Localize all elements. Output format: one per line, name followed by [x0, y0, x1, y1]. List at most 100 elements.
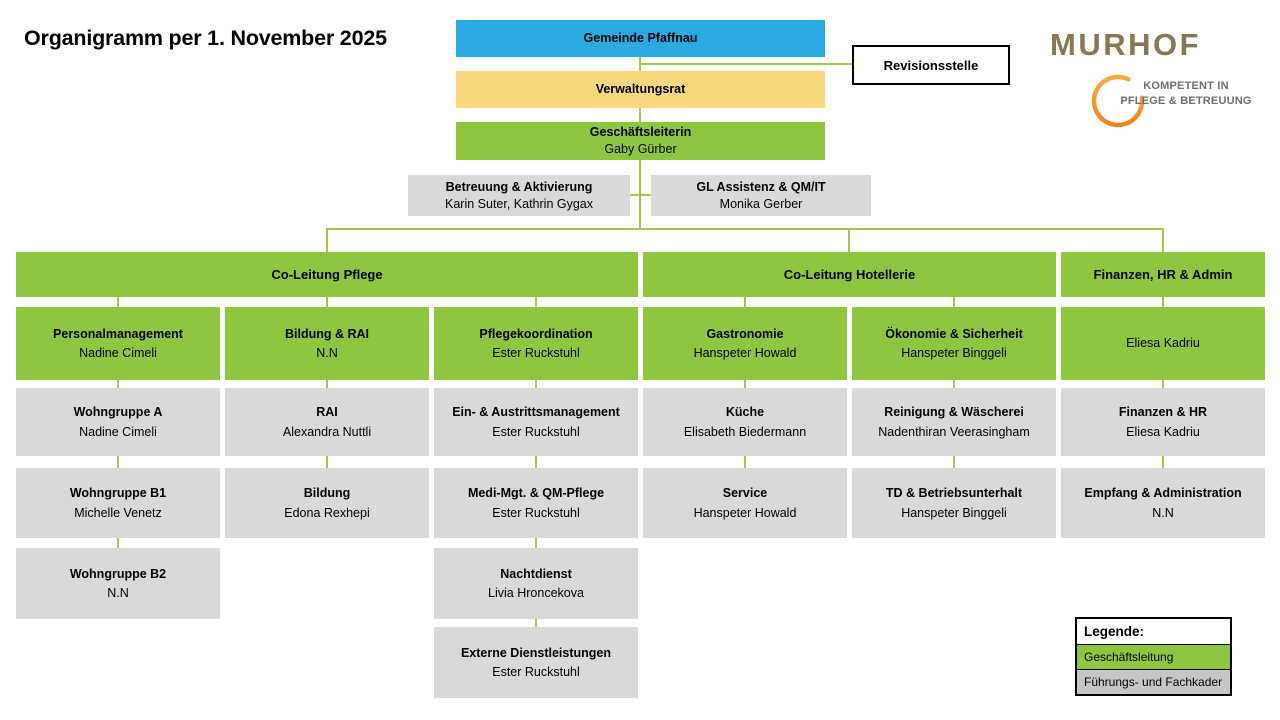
connector-line: [117, 538, 119, 548]
connector-line: [1162, 228, 1164, 252]
lead-box-oekonomie-sicherheit: Ökonomie & Sicherheit Hanspeter Binggeli: [852, 307, 1056, 380]
unit-box-title: Wohngruppe B2: [69, 566, 167, 581]
unit-box-title: Wohngruppe B1: [69, 486, 167, 501]
unit-box-title: Service: [722, 486, 768, 501]
connector-line: [639, 108, 641, 122]
unit-box-title: TD & Betriebsunterhalt: [885, 486, 1023, 501]
connector-line: [535, 297, 537, 307]
logo-arc-icon: [1091, 74, 1145, 128]
dept-header-label: Finanzen, HR & Admin: [1093, 267, 1233, 282]
dept-header-label: Co-Leitung Pflege: [271, 267, 383, 282]
unit-box-title: Küche: [725, 405, 765, 420]
dept-header-co-leitung-hotellerie: Co-Leitung Hotellerie: [643, 252, 1056, 297]
unit-box-rai: RAI Alexandra Nuttli: [225, 388, 429, 456]
connector-line: [535, 619, 537, 627]
connector-line: [117, 380, 119, 388]
lead-box-name: Nadine Cimeli: [79, 346, 157, 361]
lead-box-name: Eliesa Kadriu: [1126, 336, 1200, 351]
legend: Legende: Geschäftsleitung Führungs- und …: [1075, 617, 1232, 696]
unit-box-name: N.N: [107, 586, 129, 601]
lead-box-finanzen-hr-admin: Eliesa Kadriu: [1061, 307, 1265, 380]
legend-item-geschaeftsleitung: Geschäftsleitung: [1077, 644, 1230, 669]
unit-box-name: Eliesa Kadriu: [1126, 424, 1200, 439]
lead-box-gastronomie: Gastronomie Hanspeter Howald: [643, 307, 847, 380]
unit-box-td-betriebsunterhalt: TD & Betriebsunterhalt Hanspeter Binggel…: [852, 468, 1056, 538]
connector-line: [117, 456, 119, 468]
unit-box-name: Nadine Cimeli: [79, 424, 157, 439]
org-box-geschaeftsleiterin: Geschäftsleiterin Gaby Gürber: [456, 122, 825, 160]
connector-line: [953, 456, 955, 468]
org-box-gemeinde-pfaffnau: Gemeinde Pfaffnau: [456, 20, 825, 57]
org-box-label: Revisionsstelle: [883, 57, 979, 73]
connector-line: [1162, 456, 1164, 468]
connector-line: [326, 456, 328, 468]
org-box-label: Gemeinde Pfaffnau: [583, 30, 698, 45]
unit-box-kueche: Küche Elisabeth Biedermann: [643, 388, 847, 456]
connector-line: [744, 380, 746, 388]
staff-box-name: Karin Suter, Kathrin Gygax: [445, 197, 593, 212]
unit-box-wohngruppe-b2: Wohngruppe B2 N.N: [16, 548, 220, 619]
lead-box-title: Bildung & RAI: [284, 326, 369, 341]
unit-box-title: Externe Dienstleistungen: [460, 645, 612, 660]
unit-box-title: Wohngruppe A: [73, 405, 163, 420]
lead-box-name: Ester Ruckstuhl: [492, 346, 580, 361]
org-box-label: Verwaltungsrat: [595, 81, 686, 96]
dept-header-label: Co-Leitung Hotellerie: [783, 267, 916, 282]
unit-box-name: Hanspeter Howald: [693, 505, 797, 520]
page-title: Organigramm per 1. November 2025: [24, 26, 387, 50]
connector-line: [326, 228, 328, 252]
unit-box-title: Empfang & Administration: [1084, 486, 1242, 501]
unit-box-name: Nadenthiran Veerasingham: [878, 424, 1030, 439]
logo-tagline-line2: PFLEGE & BETREUUNG: [1120, 94, 1252, 107]
connector-line: [848, 228, 850, 252]
staff-box-title: Betreuung & Aktivierung: [445, 179, 593, 194]
unit-box-title: RAI: [316, 405, 338, 420]
connector-line: [744, 456, 746, 468]
connector-line: [1162, 380, 1164, 388]
unit-box-name: Elisabeth Biedermann: [683, 424, 807, 439]
unit-box-empfang-administration: Empfang & Administration N.N: [1061, 468, 1265, 538]
unit-box-name: Alexandra Nuttli: [282, 424, 372, 439]
connector-line: [326, 297, 328, 307]
unit-box-name: Ester Ruckstuhl: [492, 505, 580, 520]
org-box-name: Gaby Gürber: [604, 142, 677, 157]
unit-box-title: Bildung: [303, 486, 351, 501]
unit-box-service: Service Hanspeter Howald: [643, 468, 847, 538]
connector-line: [117, 297, 119, 307]
lead-box-title: Personalmanagement: [53, 326, 183, 341]
lead-box-title: Ökonomie & Sicherheit: [885, 326, 1023, 341]
lead-box-pflegekoordination: Pflegekoordination Ester Ruckstuhl: [434, 307, 638, 380]
lead-box-title: Pflegekoordination: [479, 326, 593, 341]
unit-box-nachtdienst: Nachtdienst Livia Hroncekova: [434, 548, 638, 619]
staff-box-gl-assistenz-qm-it: GL Assistenz & QM/IT Monika Gerber: [651, 175, 871, 216]
connector-line: [535, 456, 537, 468]
lead-box-name: N.N: [316, 346, 338, 361]
org-box-verwaltungsrat: Verwaltungsrat: [456, 71, 825, 108]
connector-line: [953, 297, 955, 307]
connector-line: [1162, 297, 1164, 307]
lead-box-name: Hanspeter Howald: [693, 346, 797, 361]
connector-line-main: [326, 228, 1164, 230]
connector-line: [535, 380, 537, 388]
unit-box-title: Medi-Mgt. & QM-Pflege: [467, 486, 605, 501]
org-box-title: Geschäftsleiterin: [589, 125, 692, 140]
unit-box-name: Hanspeter Binggeli: [901, 505, 1007, 520]
legend-item-fuehrungs-und-fachkader: Führungs- und Fachkader: [1077, 669, 1230, 694]
unit-box-title: Nachtdienst: [500, 566, 572, 581]
unit-box-finanzen-hr: Finanzen & HR Eliesa Kadriu: [1061, 388, 1265, 456]
unit-box-ein-austrittsmanagement: Ein- & Austrittsmanagement Ester Ruckstu…: [434, 388, 638, 456]
unit-box-title: Ein- & Austrittsmanagement: [452, 405, 620, 420]
logo-tagline: KOMPETENT IN PFLEGE & BETREUUNG: [1118, 79, 1254, 109]
lead-box-name: Hanspeter Binggeli: [901, 346, 1007, 361]
lead-box-personalmanagement: Personalmanagement Nadine Cimeli: [16, 307, 220, 380]
connector-line-revisionsstelle: [639, 63, 852, 65]
connector-line-staff-stub: [630, 194, 651, 196]
unit-box-title: Finanzen & HR: [1118, 405, 1208, 420]
unit-box-medi-mgt-qm-pflege: Medi-Mgt. & QM-Pflege Ester Ruckstuhl: [434, 468, 638, 538]
logo-murhof-wordmark: MURHOF: [1050, 27, 1202, 62]
lead-box-bildung-rai: Bildung & RAI N.N: [225, 307, 429, 380]
connector-line: [744, 297, 746, 307]
unit-box-name: Michelle Venetz: [74, 505, 162, 520]
unit-box-bildung: Bildung Edona Rexhepi: [225, 468, 429, 538]
unit-box-title: Reinigung & Wäscherei: [884, 405, 1024, 420]
